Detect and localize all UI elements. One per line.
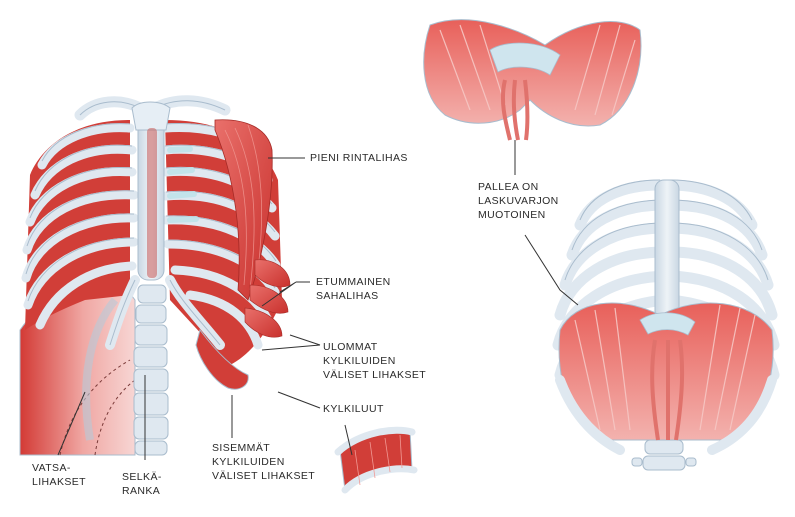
label-line: VATSA-: [32, 461, 86, 475]
label-line: RANKA: [122, 484, 162, 498]
sternum-right: [655, 180, 679, 320]
label-line: ETUMMAINEN: [316, 275, 391, 289]
label-line: SISEMMÄT: [212, 441, 315, 455]
label-selkaranka: SELKÄ- RANKA: [122, 470, 162, 498]
label-line: ULOMMAT: [323, 340, 426, 354]
diaphragm-top: [424, 20, 641, 175]
left-ribcage: [20, 101, 290, 455]
label-line: LASKUVARJON: [478, 194, 559, 208]
label-line: KYLKILUIDEN: [323, 354, 426, 368]
label-line: PALLEA ON: [478, 180, 559, 194]
label-pallea: PALLEA ON LASKUVARJON MUOTOINEN: [478, 180, 559, 222]
label-kylkiluut: KYLKILUUT: [323, 402, 384, 416]
label-line: KYLKILUIDEN: [212, 455, 315, 469]
label-pieni-rintalihas: PIENI RINTALIHAS: [310, 151, 408, 165]
label-vatsalihakset: VATSA- LIHAKSET: [32, 461, 86, 489]
label-etummainen-sahalihas: ETUMMAINEN SAHALIHAS: [316, 275, 391, 303]
label-line: SELKÄ-: [122, 470, 162, 484]
label-line: VÄLISET LIHAKSET: [323, 368, 426, 382]
label-line: MUOTOINEN: [478, 208, 559, 222]
rib-section-detail: [338, 428, 414, 490]
right-ribcage: [558, 180, 774, 470]
label-line: VÄLISET LIHAKSET: [212, 469, 315, 483]
label-ulommat-kylkiluiden: ULOMMAT KYLKILUIDEN VÄLISET LIHAKSET: [323, 340, 426, 382]
label-line: LIHAKSET: [32, 475, 86, 489]
label-line: SAHALIHAS: [316, 289, 391, 303]
label-sisemmat-kylkiluiden: SISEMMÄT KYLKILUIDEN VÄLISET LIHAKSET: [212, 441, 315, 483]
